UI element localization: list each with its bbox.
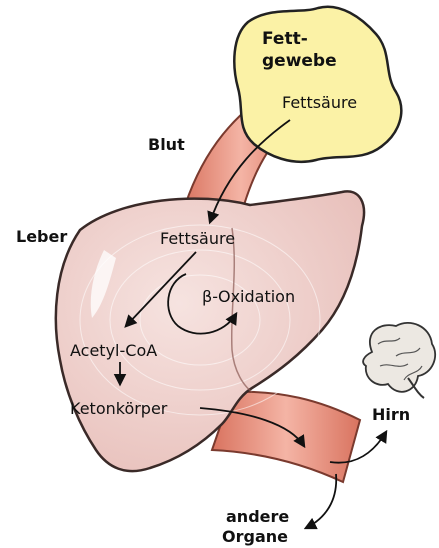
label-fettgewebe-line1: Fett-	[262, 29, 308, 49]
label-fettsaeure-fat: Fettsäure	[282, 93, 357, 112]
label-beta-oxidation: β-Oxidation	[202, 287, 295, 306]
label-fettsaeure-liver: Fettsäure	[160, 229, 235, 248]
label-leber: Leber	[16, 227, 67, 246]
label-acetyl-coa: Acetyl-CoA	[70, 341, 157, 360]
arrow-to-andere-organe	[306, 474, 336, 528]
label-blut: Blut	[148, 135, 185, 154]
label-hirn: Hirn	[372, 405, 410, 424]
brain-icon	[363, 323, 435, 398]
label-organe: Organe	[222, 527, 288, 546]
label-ketonkoerper: Ketonkörper	[70, 399, 168, 418]
label-andere: andere	[226, 507, 289, 526]
fat-tissue-blob	[234, 7, 401, 162]
label-fettgewebe-line2: gewebe	[262, 51, 337, 71]
